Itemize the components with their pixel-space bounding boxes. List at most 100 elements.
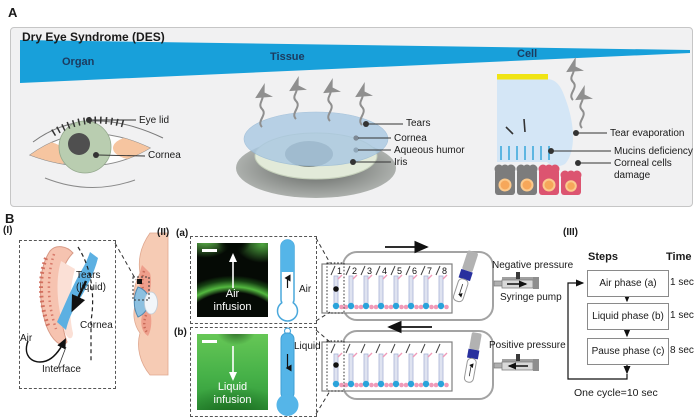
- channel: [362, 302, 370, 310]
- channel: [390, 343, 396, 354]
- corneal-cells-icon: [494, 164, 582, 195]
- channel: [407, 302, 415, 310]
- flow-step-pause-phase: Pause phase (c): [587, 338, 669, 365]
- channel: [363, 275, 369, 305]
- section-i-frame: [19, 240, 116, 389]
- scale-label-organ: Organ: [62, 56, 95, 68]
- flow-step-time: 8 sec: [670, 345, 694, 356]
- channel1-highlight: [326, 340, 345, 392]
- channel: [384, 304, 389, 310]
- lipid-layer-icon: [497, 74, 548, 80]
- collection-tube-icon: [463, 332, 482, 383]
- scale-bar: [202, 340, 217, 343]
- down-arrow-icon: [229, 346, 237, 381]
- channel: [367, 274, 373, 280]
- label-bi-cornea: Cornea: [80, 320, 113, 331]
- label-aqueous-humor: Aqueous humor: [394, 145, 465, 156]
- cell-illustration: [494, 57, 593, 195]
- flowchart-time-header: Time: [666, 251, 692, 263]
- channel: [392, 302, 400, 310]
- channel: [408, 353, 414, 383]
- scale-label-cell: Cell: [517, 48, 538, 60]
- channel: [429, 304, 434, 310]
- channel: [438, 353, 444, 383]
- scale-bar: [202, 249, 217, 252]
- channel: [414, 382, 419, 388]
- evaporation-arrow-icon: [255, 76, 373, 128]
- tear-film-shape: [57, 252, 98, 330]
- channel: [337, 352, 343, 358]
- panel-a-letter: A: [8, 5, 18, 20]
- label-corneal-cells-damage: Corneal cells damage: [614, 158, 672, 181]
- channel: [433, 304, 439, 310]
- channel: [339, 382, 344, 388]
- channel: [437, 302, 445, 310]
- panel-b-letter: B: [5, 211, 15, 226]
- channel: [348, 353, 354, 383]
- channel-number: 3: [367, 266, 372, 276]
- channel: [403, 382, 409, 388]
- debris-icon: [505, 118, 526, 135]
- tear-film-shape: [497, 79, 573, 167]
- channel: [348, 275, 354, 305]
- flow-step-time: 1 sec: [670, 310, 694, 321]
- channel: [347, 302, 355, 310]
- channel: [423, 353, 429, 383]
- channel: [420, 343, 426, 354]
- label-tears: Tears: [406, 118, 431, 129]
- channel: [332, 302, 340, 310]
- channel-number: 4: [382, 266, 387, 276]
- channel: [367, 352, 373, 358]
- scale-label-tissue: Tissue: [270, 51, 305, 63]
- channel: [437, 380, 445, 388]
- channel: [412, 352, 418, 358]
- channel-number: 6: [412, 266, 417, 276]
- channel: [427, 352, 433, 358]
- section-ii-label: (II): [157, 227, 170, 238]
- channel: [377, 380, 385, 388]
- section-iii-label: (III): [563, 227, 578, 238]
- air-infusion-frame: [190, 236, 317, 324]
- channel: [358, 382, 364, 388]
- channel: [382, 274, 388, 280]
- channel: [422, 302, 430, 310]
- measurement-point-marker: [333, 362, 339, 368]
- liquid-infusion-caption: Liquid infusion: [213, 380, 252, 406]
- channel: [343, 304, 349, 310]
- channel: [337, 274, 343, 280]
- channel: [392, 380, 400, 388]
- channel: [433, 382, 439, 388]
- air-channel-schematic: [276, 239, 299, 322]
- channel: [354, 304, 359, 310]
- air-infusion-caption: Air infusion: [213, 287, 252, 313]
- channel: [354, 382, 359, 388]
- channel: [382, 352, 388, 358]
- label-channel-air: Air: [299, 284, 312, 295]
- channel: [347, 380, 355, 388]
- channel: [345, 265, 351, 276]
- panel-a-title: Dry Eye Syndrome (DES): [22, 30, 165, 44]
- channel: [442, 274, 448, 280]
- label-mucins-deficiency: Mucins deficiency: [614, 146, 693, 157]
- syringe-pump-icon: [493, 354, 539, 371]
- channel: [360, 265, 366, 276]
- channel: [444, 304, 449, 310]
- label-negative-pressure: Negative pressure: [492, 260, 574, 271]
- channel: [427, 274, 433, 280]
- channel: [429, 382, 434, 388]
- channel: [403, 304, 409, 310]
- scale-wedge-icon: [20, 40, 690, 83]
- section-i-label: (I): [3, 225, 13, 236]
- flow-step-label: Pause phase (c): [591, 346, 665, 357]
- channel: [352, 352, 358, 358]
- cornea-dish-illustration: [236, 76, 396, 198]
- channel-number: 5: [397, 266, 402, 276]
- label-eyelid: Eye lid: [139, 115, 170, 126]
- channel: [435, 343, 441, 354]
- liquid-infusion-micrograph: Liquid infusion: [197, 334, 268, 410]
- flow-step-air-phase: Air phase (a): [587, 270, 669, 297]
- air-flow-arrow-icon: [25, 337, 67, 363]
- channel: [399, 304, 404, 310]
- up-arrow-icon: [229, 253, 237, 288]
